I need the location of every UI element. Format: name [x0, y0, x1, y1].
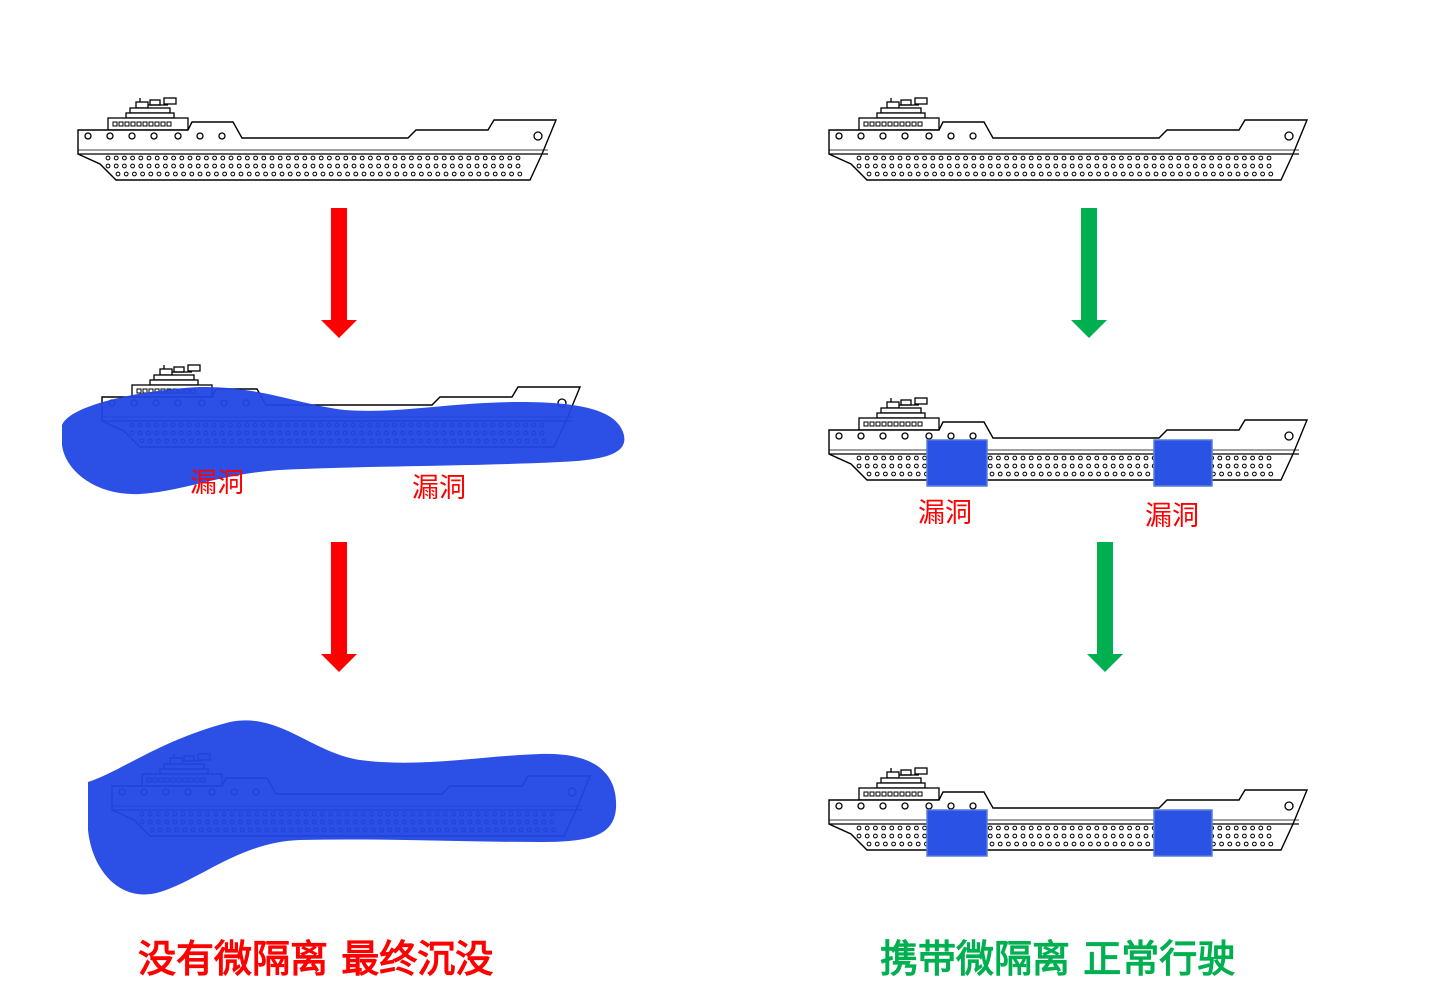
red-arrow-2 — [321, 542, 357, 672]
green-arrow-2 — [1087, 542, 1123, 672]
red-arrow-1 — [321, 208, 357, 338]
compartment-right-2 — [1153, 809, 1213, 857]
ship-isolated-sailing — [828, 767, 1308, 851]
ship-intact-right — [828, 97, 1308, 181]
water-flooding-left — [62, 386, 625, 495]
compartment-left-1 — [926, 439, 988, 487]
caption-right: 携带微隔离 正常行驶 — [880, 936, 1235, 981]
caption-left: 没有微隔离 最终沉没 — [138, 936, 493, 981]
hole-label-right-1: 漏洞 — [918, 498, 972, 529]
water-sunk-left — [88, 720, 617, 895]
ship-isolated-leaking — [828, 397, 1308, 481]
hole-label-left-2: 漏洞 — [412, 473, 466, 504]
hole-label-right-2: 漏洞 — [1145, 501, 1199, 532]
hole-label-left-1: 漏洞 — [190, 468, 244, 499]
green-arrow-1 — [1071, 208, 1107, 338]
ship-intact-left — [77, 97, 557, 181]
compartment-right-1 — [926, 809, 988, 857]
compartment-left-2 — [1153, 439, 1213, 487]
